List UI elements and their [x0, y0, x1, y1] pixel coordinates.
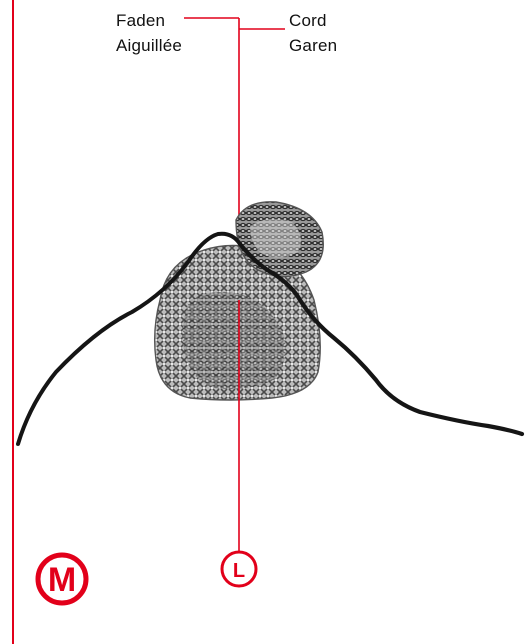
marker-l-letter: L — [233, 560, 245, 582]
marker-l: L — [222, 552, 256, 586]
marker-m-letter: M — [48, 561, 76, 599]
marker-m: M — [38, 555, 86, 603]
